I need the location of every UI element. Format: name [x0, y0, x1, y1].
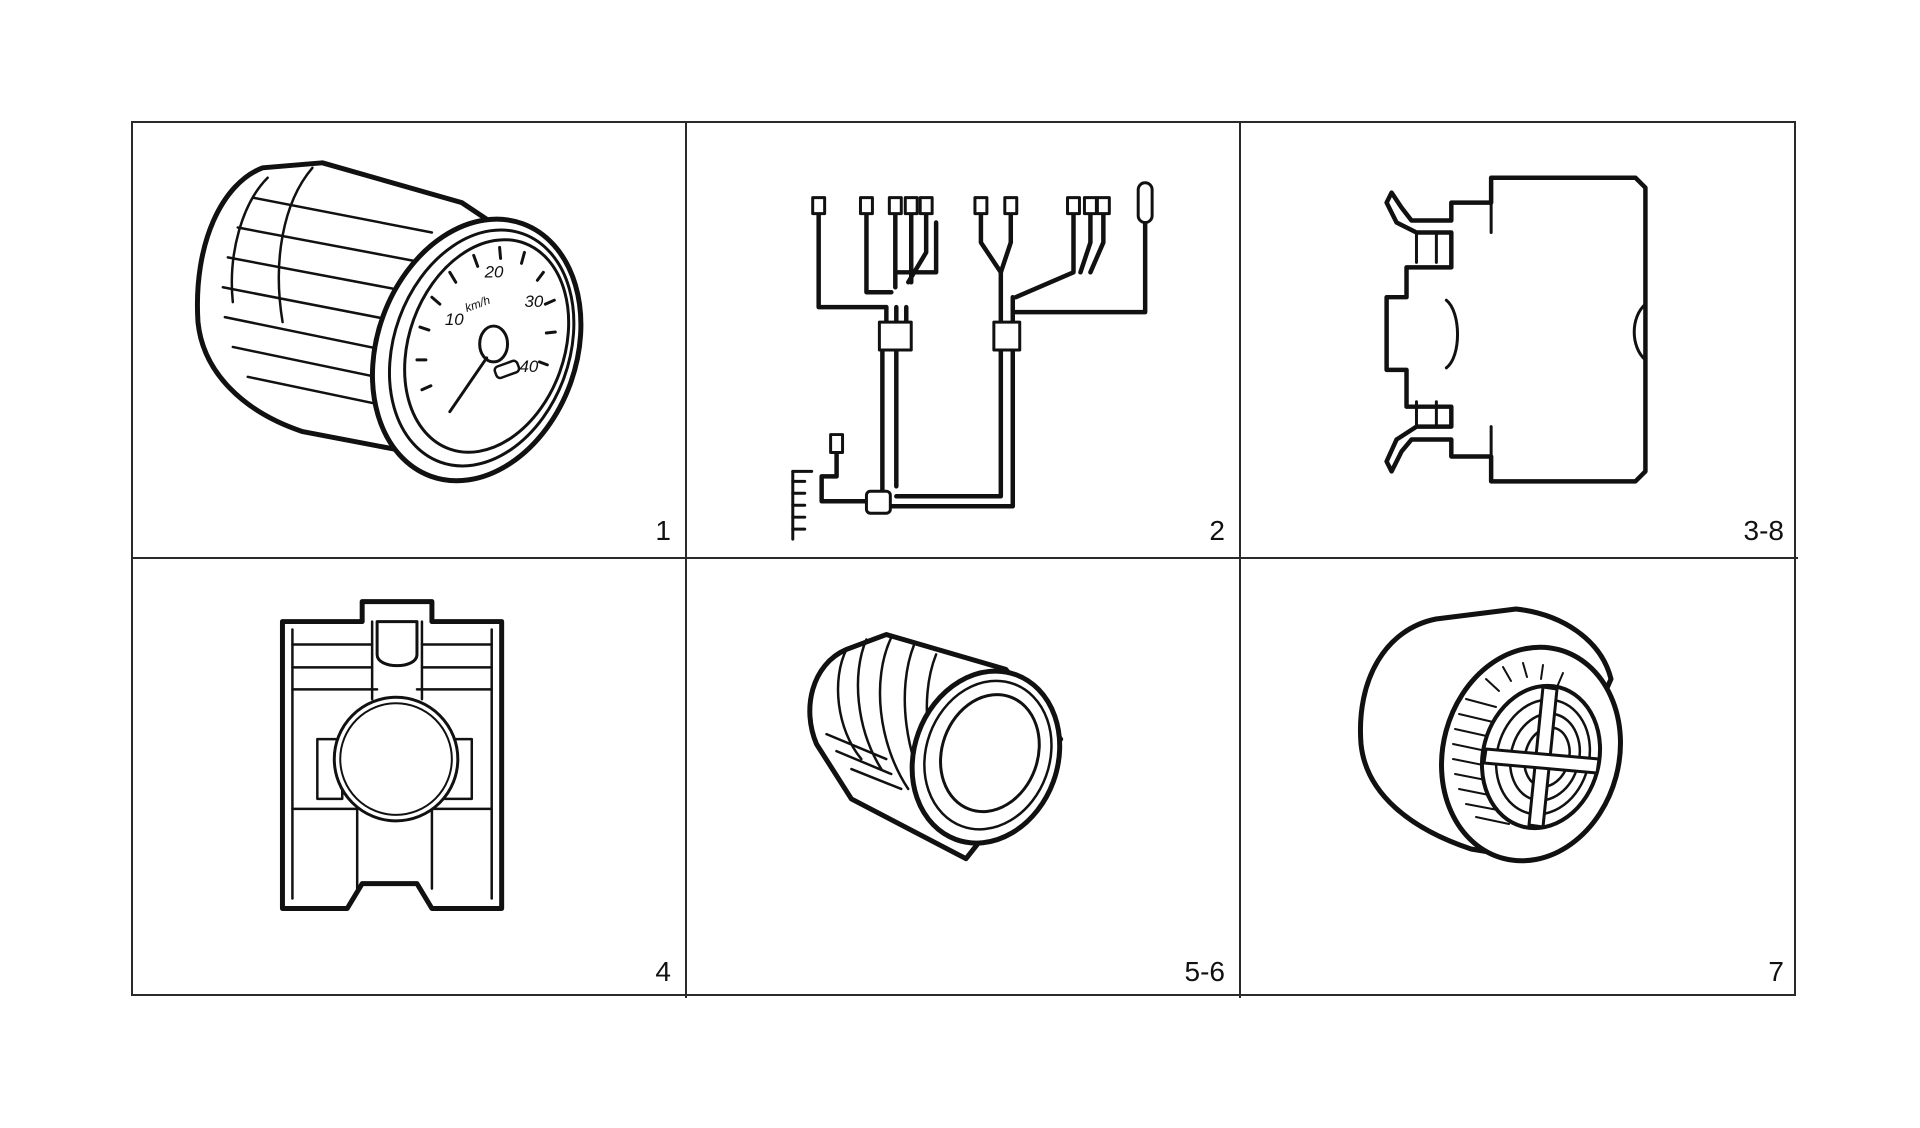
component-label: 5-6 — [1184, 956, 1225, 987]
mounting-adapter-icon — [279, 599, 505, 912]
gauge-icon: 10 20 30 40 km/h — [194, 160, 584, 484]
component-label: 1 — [655, 515, 671, 546]
component-cell-3: 3-8 — [1241, 123, 1798, 559]
component-grid: 10 20 30 40 km/h 1 — [131, 121, 1798, 998]
dial-tick-label: 40 — [519, 357, 538, 376]
dial-tick-label: 20 — [484, 262, 504, 281]
component-label: 2 — [1209, 515, 1225, 546]
component-cell-2: 2 — [687, 123, 1241, 559]
component-label: 7 — [1768, 956, 1784, 987]
dial-tick-label: 30 — [524, 292, 543, 311]
pilot-light-icon — [807, 632, 1064, 862]
component-cell-6: 7 — [1241, 559, 1798, 998]
dial-tick-label: 10 — [445, 310, 464, 329]
wiring-harness-icon — [791, 181, 1154, 541]
component-label: 3-8 — [1743, 515, 1784, 546]
contact-block-icon — [1384, 175, 1648, 484]
component-cell-4: 4 — [133, 559, 687, 998]
buzzer-icon — [1357, 606, 1623, 864]
component-label: 4 — [655, 956, 671, 987]
component-cell-5: 5-6 — [687, 559, 1241, 998]
component-cell-1: 10 20 30 40 km/h 1 — [133, 123, 687, 559]
